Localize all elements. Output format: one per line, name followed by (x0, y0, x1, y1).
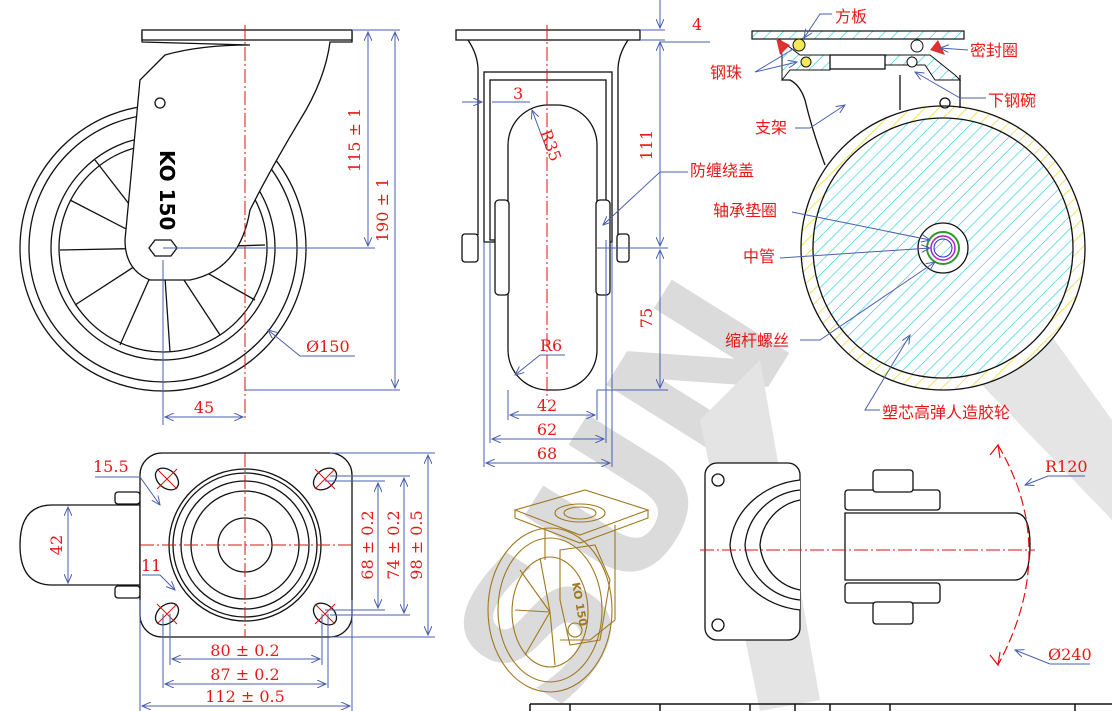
dim-42: 42 (537, 396, 557, 415)
dim-80-tol: 80 ± 0.2 (210, 641, 279, 660)
dim-111: 111 (637, 130, 656, 161)
front-view: 4 3 R35 111 75 R6 42 62 68 防缠绕盖 (455, 0, 754, 467)
dim-42-top: 42 (47, 535, 66, 555)
dim-r6: R6 (540, 336, 562, 355)
dim-11: 11 (141, 556, 161, 575)
dim-15-5: 15.5 (93, 457, 129, 476)
model-label: KO 150 (155, 150, 179, 230)
iso-view: KO 150 (487, 489, 650, 693)
label-center-tube: 中管 (743, 247, 775, 266)
top-view: 42 15.5 11 68 ± 0.2 74 ± 0.2 98 ± 0.5 80… (19, 452, 435, 711)
dim-87-tol: 87 ± 0.2 (210, 665, 279, 684)
label-bearing-washer: 轴承垫圈 (713, 201, 777, 220)
label-steel-balls: 钢珠 (710, 63, 742, 82)
dim-62: 62 (537, 420, 557, 439)
dim-98-tol: 98 ± 0.5 (407, 510, 426, 579)
dim-4: 4 (692, 15, 702, 34)
dim-45: 45 (194, 398, 214, 417)
dim-75: 75 (637, 308, 656, 328)
label-thread-guard: 防缠绕盖 (690, 161, 754, 180)
dim-112-tol: 112 ± 0.5 (205, 687, 285, 706)
dim-3: 3 (513, 84, 523, 103)
section-view: 方板 密封圈 钢珠 下钢碗 支架 轴承垫圈 中管 缩杆螺丝 塑芯高弹人造胶轮 (710, 7, 1086, 422)
dim-68-tol: 68 ± 0.2 (358, 510, 377, 579)
label-wheel: 塑芯高弹人造胶轮 (882, 403, 1010, 422)
dim-diameter-240: Ø240 (1048, 645, 1092, 664)
swivel-view: R120 Ø240 (700, 443, 1092, 667)
label-top-plate: 方板 (835, 7, 867, 26)
label-seal-ring: 密封圈 (970, 41, 1018, 60)
mounting-holes (154, 467, 338, 626)
hex-nut-icon (148, 239, 178, 257)
dim-190: 190 ± 1 (373, 178, 392, 242)
label-bracket: 支架 (755, 118, 787, 137)
dim-diameter-150: Ø150 (306, 337, 350, 356)
side-view: KO 150 115 ± 1 190 ± 1 45 Ø150 (19, 25, 400, 425)
title-block (529, 703, 1112, 711)
dim-68: 68 (537, 444, 557, 463)
dim-74-tol: 74 ± 0.2 (384, 510, 403, 579)
label-lower-race: 下钢碗 (988, 91, 1036, 110)
dim-r120: R120 (1045, 457, 1088, 476)
label-axle-bolt: 缩杆螺丝 (725, 331, 789, 350)
dim-115: 115 ± 1 (345, 108, 364, 172)
